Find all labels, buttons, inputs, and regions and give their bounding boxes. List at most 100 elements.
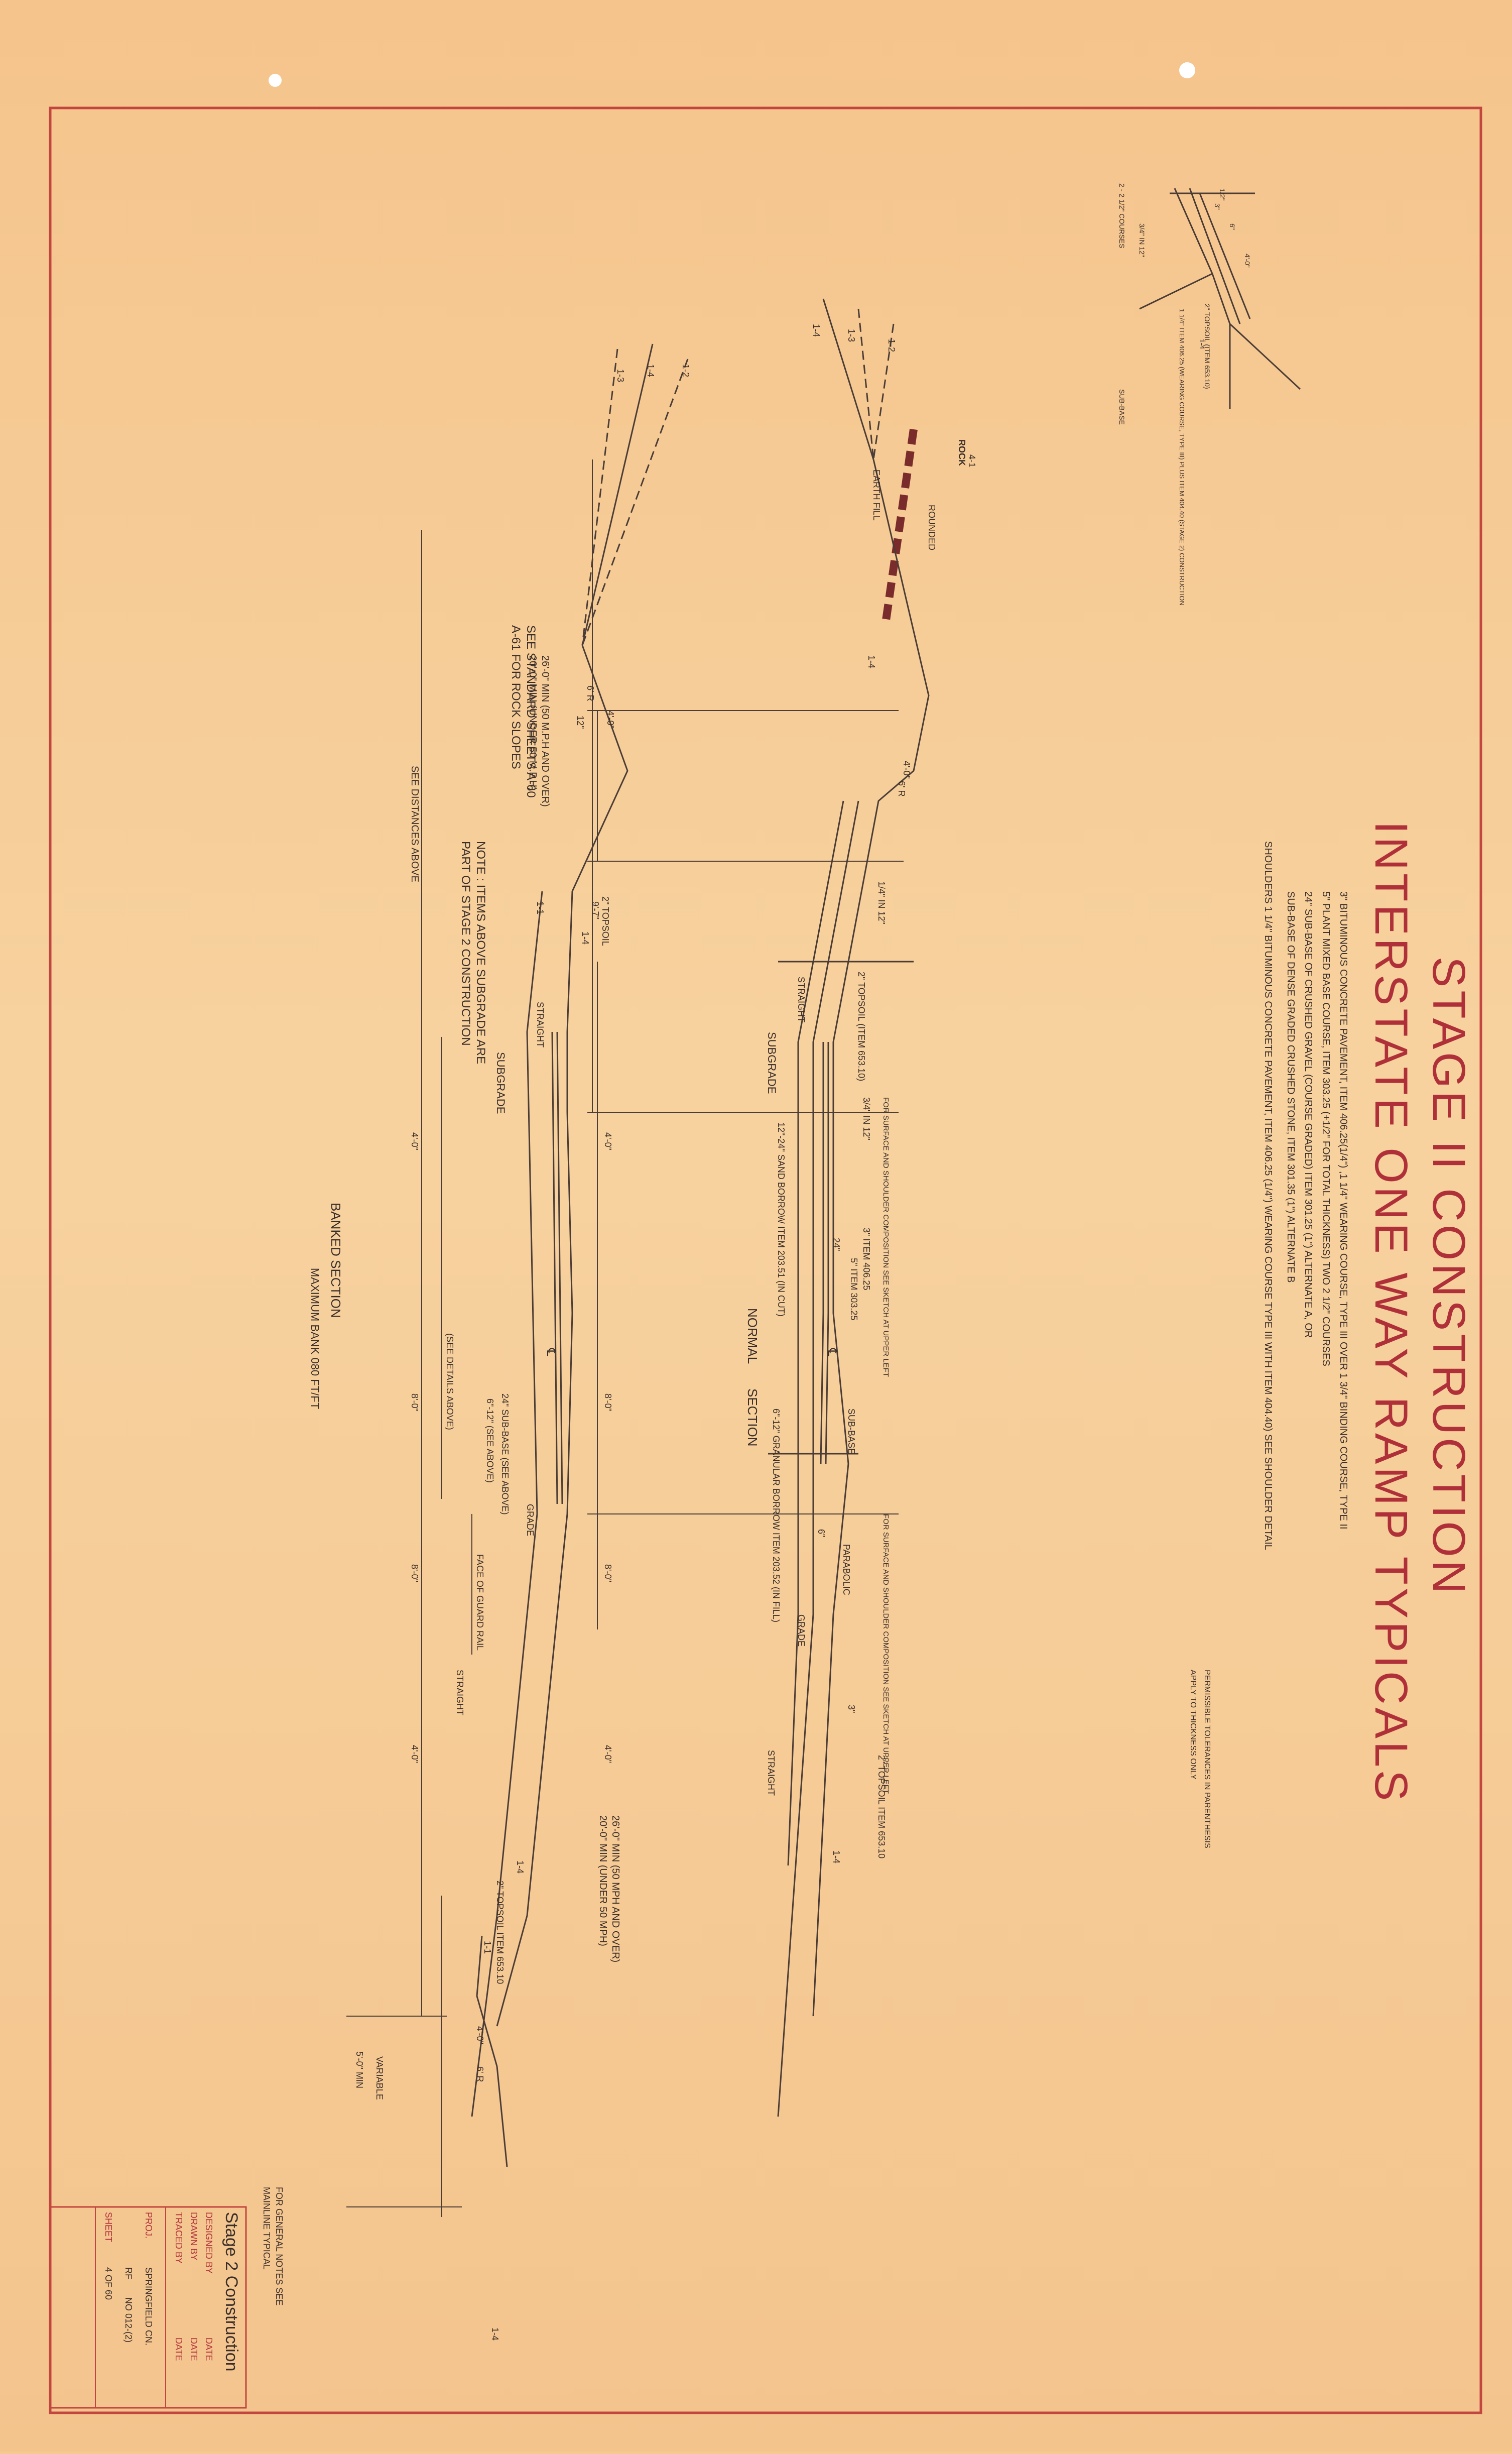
title-block-date: DATE [174, 2338, 184, 2361]
banked-label: 1-4 [580, 931, 590, 945]
spec-note: 24" SUB-BASE OF CRUSHED GRAVEL (COURSE G… [1303, 891, 1314, 1338]
normal-label: 8'-0" [603, 1393, 613, 1412]
title-block-designed: DESIGNED BY [204, 2212, 214, 2274]
banked-label: 1-4 [646, 364, 656, 377]
spec-note: 5" PLANT MIXED BASE COURSE, ITEM 303.25 … [1320, 891, 1331, 1366]
banked-section-name: MAXIMUM BANK 080 FT/FT [309, 1268, 321, 1409]
shoulder-detail-label: 1-4 [1198, 339, 1206, 349]
banked-label: 24" SUB-BASE (SEE ABOVE) [500, 1393, 510, 1514]
normal-label: EARTH FILL [871, 470, 881, 521]
banked-label: (SEE DETAILS ABOVE) [445, 1333, 455, 1430]
banked-label: 4'-0" [605, 711, 615, 729]
title-block-traced: TRACED BY [174, 2212, 184, 2264]
shoulder-detail-label: 1/2" [1218, 188, 1226, 200]
normal-label: FOR SURFACE AND SHOULDER COMPOSITION SEE… [881, 1514, 890, 1794]
title-block-sheet-of: 4 OF 60 [103, 2267, 113, 2300]
banked-label: SEE STANDARD SHEETS A-60 [524, 625, 538, 798]
banked-label: 6"-12" (SEE ABOVE) [485, 1398, 495, 1483]
normal-label: FOR SURFACE AND SHOULDER COMPOSITION SEE… [881, 1097, 890, 1377]
title-block-proj-value: SPRINGFIELD CN. [144, 2267, 154, 2346]
banked-label: 1-1 [482, 1941, 492, 1954]
shoulder-detail-label: 4'-0" [1243, 254, 1251, 268]
normal-label: 9'-7" [590, 901, 600, 919]
title-block-sheet: SHEET [103, 2212, 113, 2242]
normal-section-profile [768, 298, 930, 2117]
title-block-drawn: DRAWN BY [189, 2212, 199, 2260]
shoulder-detail-label: 3" [1213, 203, 1221, 210]
banked-label: FACE OF GUARD RAIL [475, 1554, 485, 1651]
centerline-symbol: ℄ [544, 1348, 558, 1356]
banked-label: 2" TOPSOIL ITEM 653.10 [495, 1881, 505, 1984]
centerline-symbol: ℄ [825, 1348, 839, 1356]
title-line-1: STAGE II CONSTRUCTION [1423, 957, 1474, 1596]
normal-label: 6' R [897, 781, 907, 796]
banked-label: 8'-0" [410, 1564, 420, 1582]
title-block-date: DATE [204, 2338, 214, 2361]
rotated-drawing: STAGE II CONSTRUCTION INTERSTATE ONE WAY… [49, 183, 1474, 2409]
normal-dimension-lines [587, 459, 904, 1629]
normal-label: STRAIGHT [766, 1750, 776, 1796]
title-block-date: DATE [189, 2338, 199, 2361]
centerline-markers: ℄ ℄ [544, 1348, 839, 1356]
title-block-note: FOR GENERAL NOTES SEE [274, 2187, 284, 2305]
sheet-border [49, 106, 1482, 2414]
normal-label: 1-2 [887, 339, 897, 352]
banked-label: GRADE [525, 1504, 535, 1536]
shoulder-detail-label: 3/4" IN 12" [1138, 223, 1146, 257]
banked-label: 2" TOPSOIL [600, 896, 610, 946]
normal-label: 1-4 [811, 324, 821, 337]
shoulder-detail-label: 2 - 2 1/2" COURSES [1118, 183, 1126, 248]
normal-label: 8'-0" [603, 1564, 613, 1582]
title-block-frame [49, 2206, 247, 2409]
normal-label: 1/4" IN 12" [876, 881, 887, 924]
shoulder-detail [1139, 188, 1301, 409]
normal-label: SUB-BASE [846, 1409, 856, 1454]
banked-section-name: BANKED SECTION [328, 1203, 343, 1318]
normal-label: ROUNDED [927, 505, 937, 550]
normal-label: 3" [846, 1705, 856, 1713]
title-block-rf-no: NO 012-(2) [123, 2297, 134, 2343]
normal-label: 6" [816, 1529, 826, 1537]
normal-label: 6"-12" GRANULAR BORROW ITEM 203.52 (IN F… [771, 1409, 781, 1622]
normal-label: 3" ITEM 406.25 [861, 1228, 871, 1290]
banked-label: SEE DISTANCES ABOVE [409, 766, 420, 882]
title-block-rf: RF [123, 2267, 134, 2279]
banked-label: STRAIGHT [535, 1002, 545, 1047]
tolerance-line: APPLY TO THICKNESS ONLY [1189, 1670, 1197, 1780]
normal-label: ROCK [957, 439, 967, 466]
punch-hole [1179, 62, 1195, 78]
normal-label: 1-4 [866, 655, 876, 668]
spec-notes: 3" BITUMINOUS CONCRETE PAVEMENT, ITEM 40… [1263, 841, 1349, 1550]
normal-label: 4'-0" [902, 761, 912, 779]
shoulder-detail-callout: 1 1/4" ITEM 406.25 (WEARING COURSE, TYPE… [1178, 309, 1186, 606]
banked-label: 4'-0" [475, 2026, 485, 2044]
banked-label: 8'-0" [410, 1393, 420, 1412]
normal-label: 2" TOPSOIL (ITEM 653.10) [856, 972, 866, 1081]
banked-label: 1-4 [490, 2327, 500, 2341]
shoulder-detail-label: SUB-BASE [1118, 389, 1126, 425]
banked-label: A-61 FOR ROCK SLOPES [509, 625, 523, 769]
normal-label: SUBGRADE [766, 1032, 778, 1094]
banked-label: 6' R [475, 2066, 485, 2082]
normal-label: 20'-0" MIN (UNDER 50 M.P.H) [527, 655, 538, 791]
title-block-proj: PROJ. [144, 2212, 154, 2239]
banked-label: STRAIGHT [455, 1670, 465, 1715]
normal-section-name: SECTION [745, 1388, 760, 1447]
banked-label: 5'-0" MIN [354, 2051, 364, 2088]
normal-label: 4-1 [967, 454, 977, 468]
normal-label: 1-4 [831, 1850, 841, 1863]
title-block-stage: Stage 2 Construction [222, 2212, 241, 2372]
title-block [49, 2206, 247, 2409]
tolerance-line: PERMISSIBLE TOLERANCES IN PARENTHESIS [1203, 1670, 1211, 1848]
banked-label: 1-3 [615, 369, 625, 382]
banked-label: 26'-0" MIN (50 MPH AND OVER) [610, 1815, 621, 1962]
banked-label: 12" [575, 716, 585, 729]
banked-section-profile [471, 343, 689, 2167]
spec-note: SUB-BASE OF DENSE GRADED CRUSHED STONE, … [1285, 891, 1296, 1283]
banked-label: NOTE : ITEMS ABOVE SUBGRADE ARE [474, 841, 487, 1064]
normal-label: 12"-24" SAND BORROW ITEM 203.51 (IN CUT) [776, 1122, 786, 1317]
banked-label: PART OF STAGE 2 CONSTRUCTION [459, 841, 472, 1046]
title-block-note: MAINLINE TYPICAL [262, 2187, 272, 2270]
